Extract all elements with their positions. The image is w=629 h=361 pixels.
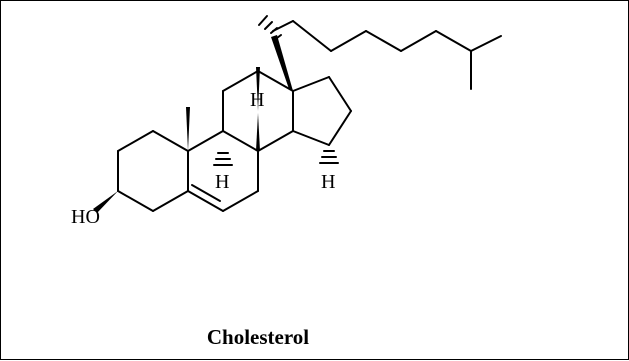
wedge-c3-oh	[93, 191, 118, 213]
hydrogen-label-c8: H	[250, 89, 264, 111]
ring-a	[117, 130, 189, 212]
double-bond-c5-c6	[191, 184, 221, 202]
hydroxyl-label: HO	[71, 206, 100, 228]
hashed-bond-c14-h	[319, 150, 339, 164]
ring-d	[292, 76, 352, 146]
ring-c	[222, 70, 294, 152]
hashed-bond-c9-h	[213, 152, 233, 166]
ring-b	[187, 130, 259, 212]
hashed-bond-c20-methyl	[258, 15, 282, 39]
hydrogen-label-c14: H	[321, 171, 335, 193]
hydrogen-label-c9: H	[215, 171, 229, 193]
side-chain	[272, 20, 502, 90]
wedge-c8-h	[256, 113, 260, 151]
methyl-wedge-c13	[256, 67, 260, 111]
molecule-caption: Cholesterol	[207, 325, 309, 349]
wedge-c17-c20	[271, 35, 293, 91]
methyl-wedge-c10	[186, 107, 190, 151]
